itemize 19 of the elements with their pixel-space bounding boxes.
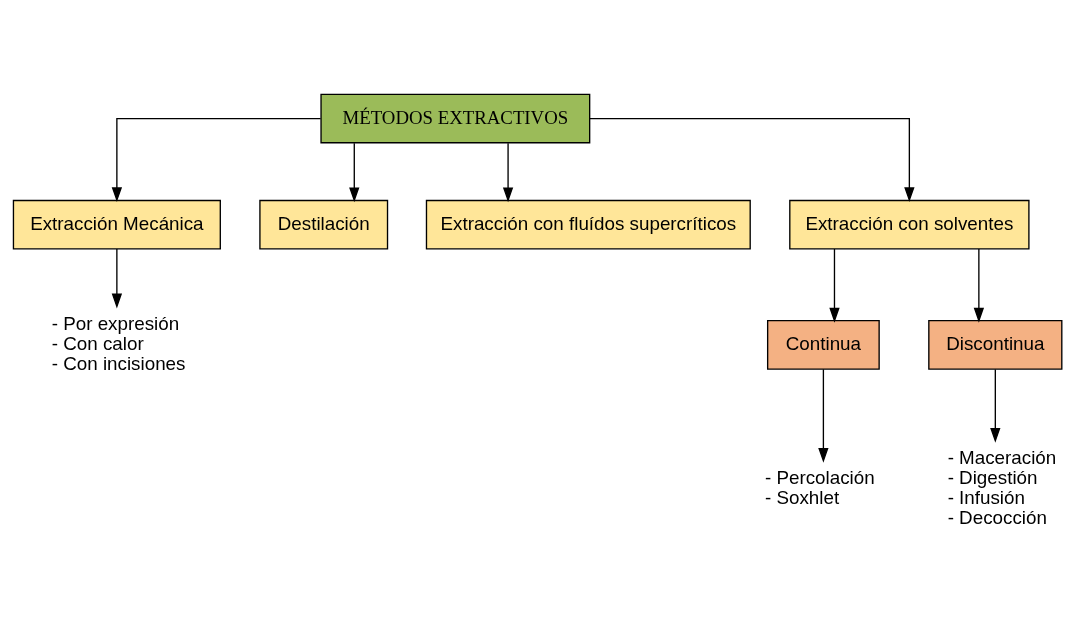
arrow [818, 368, 829, 463]
node-box: Continua [767, 320, 880, 370]
arrow [111, 248, 123, 309]
arrow [589, 117, 915, 203]
node-box: Destilación [259, 199, 389, 250]
node-box: MÉTODOS EXTRACTIVOS [320, 93, 591, 144]
arrow [973, 248, 985, 323]
node-text: - Percolación - Soxhlet [764, 467, 875, 509]
node-box: Extracción con solventes [789, 199, 1030, 250]
arrow [990, 368, 1001, 443]
node-text: - Por expresión - Con calor - Con incisiones [51, 312, 186, 374]
arrow [829, 248, 840, 323]
node-text: - Maceración - Digestión - Infusión - Decocción [947, 447, 1057, 529]
node-box: Extracción Mecánica [12, 199, 221, 250]
arrow [111, 117, 322, 203]
node-box: Discontinua [928, 320, 1063, 370]
arrow [502, 142, 514, 203]
node-box: Extracción con fluídos supercríticos [425, 199, 751, 250]
arrow [349, 142, 360, 203]
